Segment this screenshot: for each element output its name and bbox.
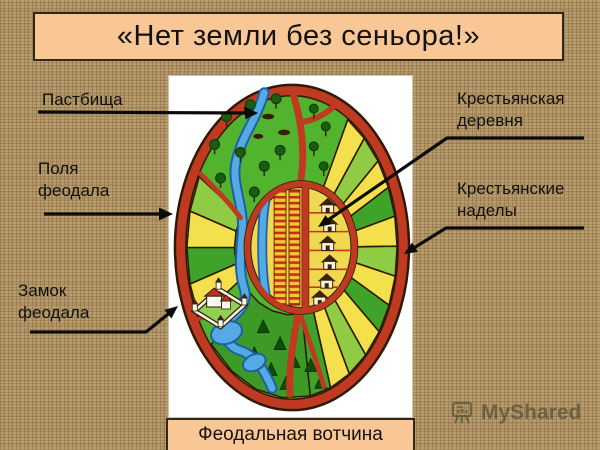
label-peasant-allotments: Крестьянские наделы (457, 179, 565, 221)
peasant-village-drawing (243, 180, 359, 315)
label-lord-castle: Замок феодала (18, 281, 90, 323)
label-peasant-village: Крестьянская деревня (457, 89, 565, 131)
myshared-logo-icon (451, 401, 473, 424)
feudal-estate-illustration (173, 83, 411, 412)
label-pastures: Пастбища (42, 90, 123, 109)
caption-text: Феодальная вотчина (198, 424, 383, 445)
label-lord-fields: Поля феодала (38, 159, 110, 201)
myshared-watermark-text: MyShared (481, 400, 582, 424)
slide-title: «Нет земли без сеньора!» (116, 20, 481, 52)
illustration-panel (168, 75, 413, 418)
lord-castle-drawing (190, 277, 249, 330)
pasture-trees (209, 93, 331, 202)
castle-keep (203, 287, 233, 310)
castle-towers (191, 277, 248, 328)
river (210, 87, 278, 394)
caption-box: Феодальная вотчина (166, 418, 415, 450)
cattle (253, 113, 291, 139)
myshared-watermark-link[interactable]: MyShared (450, 400, 581, 425)
title-box: «Нет земли без сеньора!» (33, 12, 564, 61)
peasant-allotments-arrow-line (414, 226, 584, 249)
